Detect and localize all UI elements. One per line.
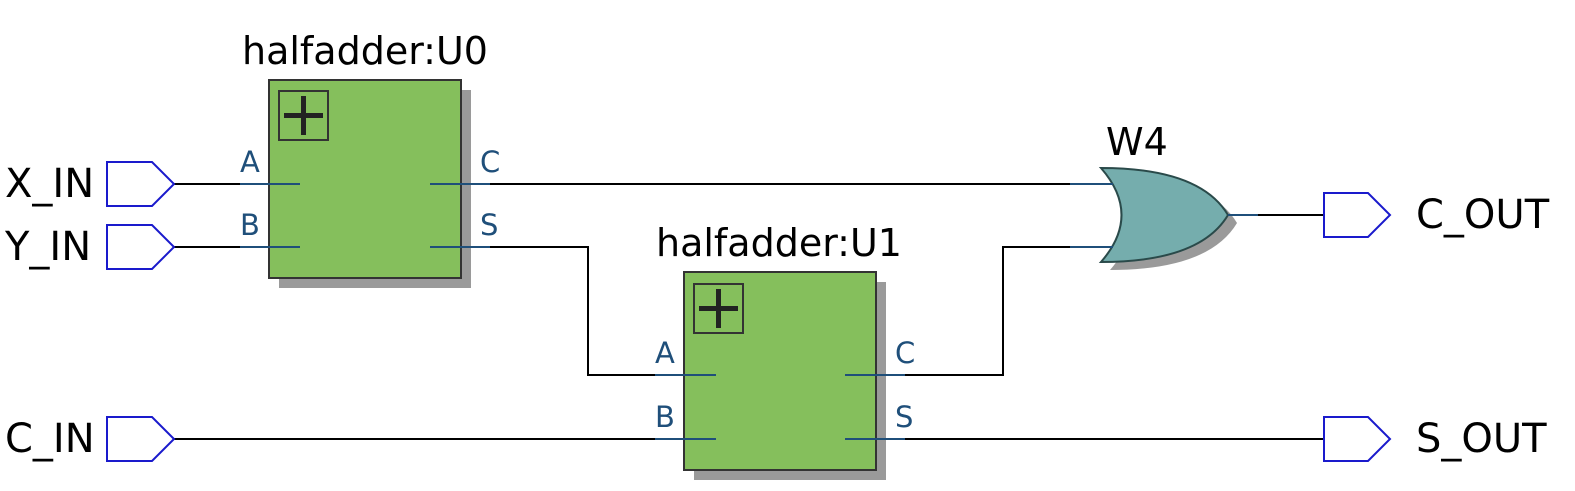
- port-label-y-in: Y_IN: [4, 224, 91, 270]
- output-port-c-out[interactable]: C_OUT: [1323, 192, 1550, 238]
- instance-u1[interactable]: halfadder:U1 A B C S: [655, 221, 915, 480]
- or-gate-icon: [1098, 166, 1230, 264]
- gate-label-w4: W4: [1106, 120, 1168, 164]
- pin-label-u0-b: B: [240, 208, 260, 242]
- pin-label-u1-a: A: [655, 336, 675, 370]
- port-label-c-out: C_OUT: [1416, 192, 1550, 238]
- wire-u1-c: [876, 246, 1070, 376]
- pin-label-u0-c: C: [480, 145, 500, 179]
- pin-label-u0-s: S: [480, 208, 498, 242]
- output-port-icon: [1323, 416, 1392, 462]
- instance-label-u1: halfadder:U1: [656, 221, 902, 265]
- input-port-y-in[interactable]: Y_IN: [4, 224, 176, 270]
- port-label-s-out: S_OUT: [1416, 416, 1547, 462]
- output-port-s-out[interactable]: S_OUT: [1323, 416, 1547, 462]
- input-port-c-in[interactable]: C_IN: [5, 416, 176, 462]
- port-label-c-in: C_IN: [5, 416, 95, 462]
- input-port-icon: [106, 416, 176, 462]
- pin-label-u1-b: B: [655, 400, 675, 434]
- gate-w4[interactable]: W4: [1070, 120, 1258, 270]
- input-port-x-in[interactable]: X_IN: [5, 161, 176, 207]
- instance-label-u0: halfadder:U0: [242, 29, 488, 73]
- instance-u0[interactable]: halfadder:U0 A B C S: [240, 29, 500, 288]
- output-port-icon: [1323, 192, 1392, 238]
- pin-label-u1-c: C: [895, 336, 915, 370]
- input-port-icon: [106, 161, 176, 207]
- pin-label-u0-a: A: [240, 145, 260, 179]
- plus-box-icon[interactable]: [278, 90, 329, 141]
- plus-box-icon[interactable]: [693, 283, 744, 334]
- wire-u0-s: [460, 246, 684, 376]
- port-label-x-in: X_IN: [5, 161, 94, 207]
- pin-label-u1-s: S: [895, 400, 913, 434]
- wires: [174, 183, 1324, 440]
- input-port-icon: [106, 224, 176, 270]
